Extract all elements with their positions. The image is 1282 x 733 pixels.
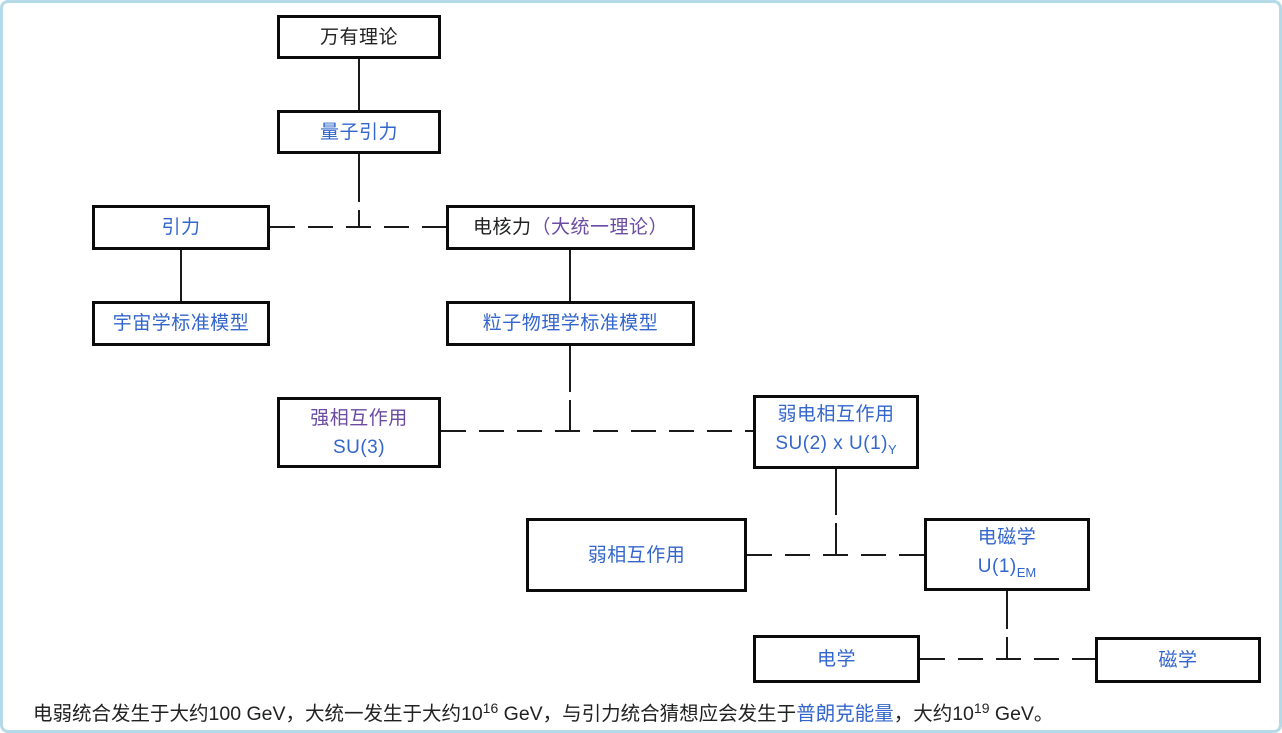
node-magnetism: 磁学 [1095,637,1261,683]
node-electricity: 电学 [753,635,920,683]
node-electromagnetism: 电磁学 U(1)EM [924,518,1090,591]
su2-u1y-label[interactable]: SU(2) x U(1)Y [775,429,896,464]
caption-part4: GeV。 [989,703,1054,725]
node-gravity: 引力 [92,205,270,250]
node-cosmology-standard-model: 宇宙学标准模型 [92,301,270,346]
electromagnetism-link[interactable]: 电磁学 [977,526,1037,548]
gut-link[interactable]: （大统一理论） [531,217,669,238]
caption-superscript-19: 19 [973,700,990,716]
cosmology-standard-model-link[interactable]: 宇宙学标准模型 [112,313,250,334]
gravity-link[interactable]: 引力 [161,217,201,238]
electricity-link[interactable]: 电学 [816,648,856,670]
caption-part2: GeV，与引力统合猜想应会发生于 [498,703,797,725]
su2-u1-subscript: Y [887,442,897,457]
node-electronuclear: 电核力（大统一理论） [446,205,695,250]
magnetism-link[interactable]: 磁学 [1158,649,1198,671]
electronuclear-name: 电核力 [472,217,532,238]
connector-lines [180,59,1095,660]
electronuclear-label: 电核力（大统一理论） [473,213,668,242]
theory-of-everything-label: 万有理论 [319,26,398,48]
node-theory-of-everything: 万有理论 [277,15,441,59]
weak-interaction-link[interactable]: 弱相互作用 [587,544,686,566]
node-electroweak-interaction: 弱电相互作用 SU(2) x U(1)Y [753,395,919,469]
planck-energy-link[interactable]: 普朗克能量 [796,703,894,725]
node-weak-interaction: 弱相互作用 [526,518,747,592]
caption-part3: ，大约10 [893,703,974,725]
caption-text: 电弱统合发生于大约100 GeV，大统一发生于大约1016 GeV，与引力统合猜… [33,693,1273,729]
node-particle-standard-model: 粒子物理学标准模型 [446,301,695,346]
su2-u1-text: SU(2) x U(1) [775,433,888,454]
strong-interaction-link[interactable]: 强相互作用 [310,407,408,429]
node-quantum-gravity: 量子引力 [277,110,441,154]
particle-standard-model-link[interactable]: 粒子物理学标准模型 [482,313,659,334]
u1em-label[interactable]: U(1)EM [978,552,1036,587]
node-strong-interaction: 强相互作用 SU(3) [277,397,441,468]
u1-em-subscript: EM [1016,564,1037,580]
quantum-gravity-link[interactable]: 量子引力 [319,121,398,143]
caption-superscript-16: 16 [482,700,499,716]
su3-label[interactable]: SU(3) [332,436,386,458]
caption-part1: 电弱统合发生于大约100 GeV，大统一发生于大约10 [33,703,483,725]
electroweak-interaction-link[interactable]: 弱电相互作用 [777,404,895,425]
u1-text: U(1) [977,555,1017,577]
